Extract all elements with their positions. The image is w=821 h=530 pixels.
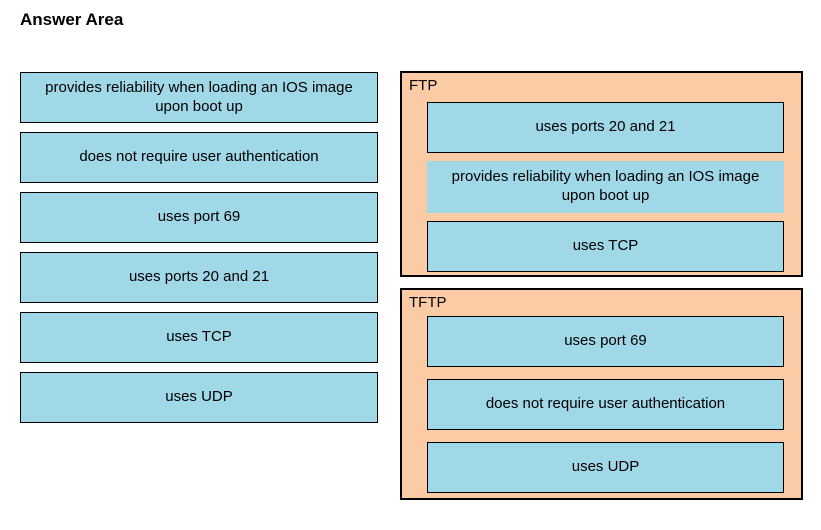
drop-group-ftp[interactable]: FTP uses ports 20 and 21 provides reliab… bbox=[400, 71, 803, 277]
drag-item-no-authentication[interactable]: does not require user authentication bbox=[20, 132, 378, 183]
group-label-ftp: FTP bbox=[409, 77, 438, 94]
drop-group-tftp[interactable]: TFTP uses port 69 does not require user … bbox=[400, 288, 803, 500]
group-label-tftp: TFTP bbox=[409, 294, 447, 311]
dropped-item-udp[interactable]: uses UDP bbox=[427, 442, 784, 493]
dropped-item-port-69[interactable]: uses port 69 bbox=[427, 316, 784, 367]
drag-item-port-69[interactable]: uses port 69 bbox=[20, 192, 378, 243]
dropped-item-ios-reliability[interactable]: provides reliability when loading an IOS… bbox=[427, 161, 784, 213]
drag-item-ports-20-21[interactable]: uses ports 20 and 21 bbox=[20, 252, 378, 303]
page-title: Answer Area bbox=[20, 10, 124, 29]
drag-item-tcp[interactable]: uses TCP bbox=[20, 312, 378, 363]
dropped-item-no-authentication[interactable]: does not require user authentication bbox=[427, 379, 784, 430]
source-list: provides reliability when loading an IOS… bbox=[20, 72, 378, 423]
drag-item-udp[interactable]: uses UDP bbox=[20, 372, 378, 423]
drag-item-ios-reliability[interactable]: provides reliability when loading an IOS… bbox=[20, 72, 378, 123]
dropped-item-ports-20-21[interactable]: uses ports 20 and 21 bbox=[427, 102, 784, 153]
dropped-item-tcp[interactable]: uses TCP bbox=[427, 221, 784, 272]
